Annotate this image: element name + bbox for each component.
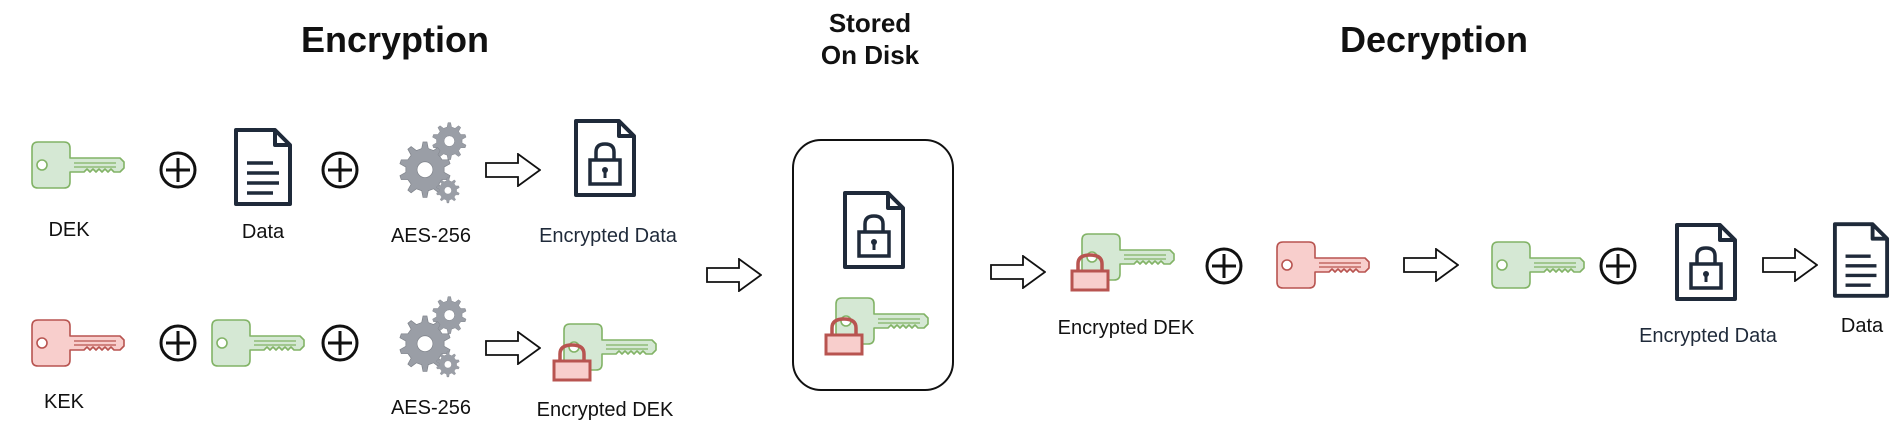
stored-heading-line2: On Disk: [821, 40, 920, 70]
gears-icon: [399, 122, 467, 204]
dek-key-icon: [32, 142, 124, 188]
encrypted-data-icon: [1675, 223, 1737, 301]
arrow-icon: [485, 331, 541, 365]
plus-icon: [1599, 247, 1637, 285]
decryption-heading: Decryption: [1340, 19, 1528, 60]
data-document-icon: [1832, 222, 1890, 298]
encrypted-dek-label: Encrypted DEK: [537, 399, 674, 421]
kek-key-icon: [32, 320, 124, 366]
gears-icon: [399, 296, 467, 378]
encrypted-data-label: Encrypted Data: [539, 225, 678, 247]
data-label: Data: [242, 221, 285, 243]
dek-label: DEK: [48, 219, 90, 241]
stored-heading-line1: Stored: [829, 8, 911, 38]
encrypted-data-label: Encrypted Data: [1639, 325, 1778, 347]
arrow-icon: [1762, 248, 1818, 282]
plus-icon: [159, 324, 197, 362]
encrypted-dek-icon: [554, 324, 656, 380]
stored-encrypted-data-icon: [843, 191, 905, 269]
dek-key-icon: [1492, 242, 1584, 288]
data-document-icon: [234, 128, 292, 206]
aes-256-label: AES-256: [391, 397, 471, 419]
arrow-icon: [1403, 248, 1459, 282]
arrow-icon: [706, 258, 762, 292]
encryption-heading: Encryption: [301, 19, 489, 60]
aes-256-label: AES-256: [391, 225, 471, 247]
kek-key-icon: [1277, 242, 1369, 288]
plus-icon: [321, 324, 359, 362]
plus-icon: [159, 151, 197, 189]
data-result-label: Data: [1841, 315, 1884, 337]
dek-key-icon: [212, 320, 304, 366]
kek-label: KEK: [44, 391, 85, 413]
plus-icon: [321, 151, 359, 189]
encrypted-data-icon: [574, 119, 636, 197]
encrypted-dek-label: Encrypted DEK: [1058, 317, 1195, 339]
arrow-icon: [485, 153, 541, 187]
encrypted-dek-icon: [1072, 234, 1174, 290]
plus-icon: [1205, 247, 1243, 285]
arrow-icon: [990, 255, 1046, 289]
